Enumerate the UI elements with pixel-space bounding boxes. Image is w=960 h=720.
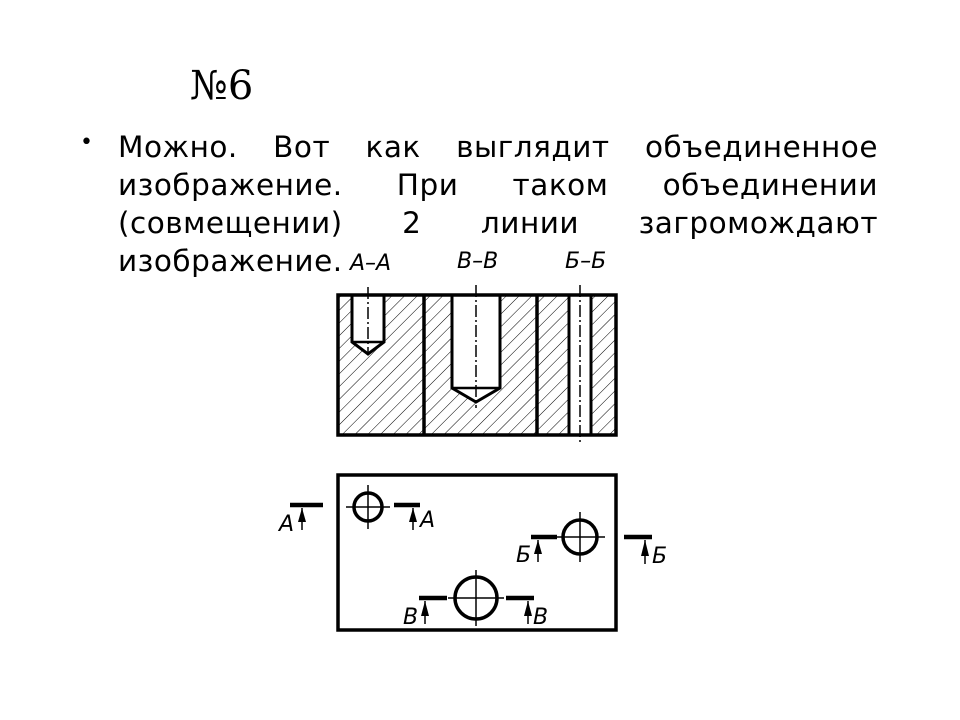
section-label-a: А–А bbox=[348, 251, 391, 276]
cut-label-b-left: Б bbox=[516, 543, 531, 568]
cut-mark-b-left bbox=[531, 534, 557, 562]
hole-a-top bbox=[346, 485, 390, 529]
section-label-b: Б–Б bbox=[565, 249, 606, 274]
bullet-point: • bbox=[80, 130, 93, 155]
section-label-v: В–В bbox=[457, 249, 498, 274]
cut-mark-a-right bbox=[394, 502, 420, 530]
cut-label-a-right: А bbox=[418, 508, 435, 533]
cut-label-v-right: В bbox=[533, 605, 548, 630]
cut-mark-v-left bbox=[419, 595, 447, 624]
bullet-text: Можно. Вот как выглядит объединенное изо… bbox=[118, 130, 878, 278]
hole-b-top bbox=[555, 512, 605, 562]
cut-mark-a-left bbox=[290, 502, 323, 530]
cut-label-a-left: А bbox=[277, 512, 294, 537]
top-view bbox=[336, 473, 618, 632]
top-view-outline bbox=[336, 473, 618, 632]
cut-mark-v-right bbox=[506, 595, 534, 624]
cut-label-b-right: Б bbox=[652, 544, 667, 569]
hole-v-top bbox=[448, 570, 504, 626]
cut-mark-b-right bbox=[624, 534, 652, 564]
blind-hole-a-cavity bbox=[352, 295, 384, 354]
front-view-outline bbox=[336, 293, 618, 437]
front-section-view bbox=[336, 285, 618, 445]
slide-title: №6 bbox=[190, 63, 254, 109]
cut-label-v-left: В bbox=[403, 605, 418, 630]
